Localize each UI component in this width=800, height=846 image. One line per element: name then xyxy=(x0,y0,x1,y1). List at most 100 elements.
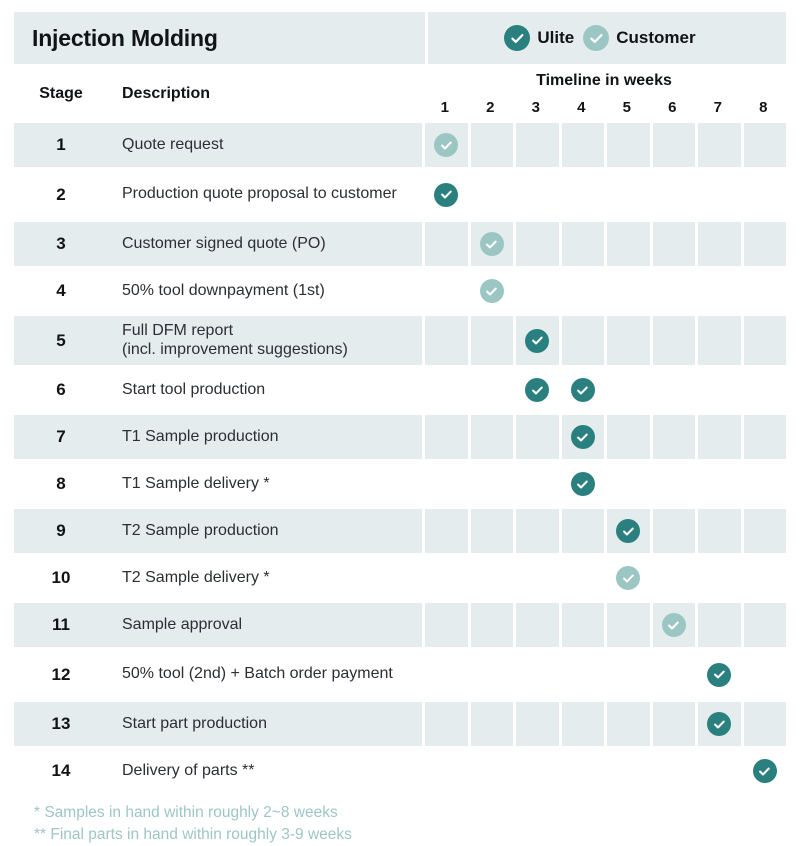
timeline-cell-week-4[interactable] xyxy=(561,222,604,266)
timeline-cell-week-7[interactable] xyxy=(698,509,741,553)
timeline-cell-week-8[interactable] xyxy=(743,123,786,167)
timeline-cell-week-8[interactable] xyxy=(743,462,786,506)
timeline-cell-week-5[interactable] xyxy=(607,415,650,459)
timeline-cell-week-3[interactable] xyxy=(516,222,559,266)
timeline-cell-week-8[interactable] xyxy=(743,170,786,219)
timeline-cell-week-4[interactable] xyxy=(561,170,604,219)
timeline-cell-week-4[interactable] xyxy=(561,556,604,600)
timeline-cell-week-7[interactable] xyxy=(698,269,741,313)
timeline-cell-week-5[interactable] xyxy=(607,170,650,219)
timeline-cell-week-8[interactable] xyxy=(743,509,786,553)
timeline-cell-week-4[interactable] xyxy=(561,509,604,553)
timeline-cell-week-5[interactable] xyxy=(607,462,650,506)
timeline-cell-week-2[interactable] xyxy=(470,222,513,266)
timeline-cell-week-5[interactable] xyxy=(607,509,650,553)
timeline-cell-week-8[interactable] xyxy=(743,749,786,793)
timeline-cell-week-4[interactable] xyxy=(561,749,604,793)
timeline-cell-week-6[interactable] xyxy=(652,170,695,219)
timeline-cell-week-7[interactable] xyxy=(698,702,741,746)
timeline-cell-week-8[interactable] xyxy=(743,650,786,699)
timeline-cell-week-5[interactable] xyxy=(607,749,650,793)
timeline-cell-week-7[interactable] xyxy=(698,368,741,412)
timeline-cell-week-5[interactable] xyxy=(607,603,650,647)
timeline-cell-week-7[interactable] xyxy=(698,556,741,600)
timeline-cell-week-2[interactable] xyxy=(470,749,513,793)
timeline-cell-week-4[interactable] xyxy=(561,415,604,459)
timeline-cell-week-1[interactable] xyxy=(425,415,468,459)
timeline-cell-week-3[interactable] xyxy=(516,556,559,600)
timeline-cell-week-1[interactable] xyxy=(425,462,468,506)
timeline-cell-week-3[interactable] xyxy=(516,749,559,793)
timeline-cell-week-6[interactable] xyxy=(652,462,695,506)
timeline-cell-week-8[interactable] xyxy=(743,415,786,459)
timeline-cell-week-6[interactable] xyxy=(652,556,695,600)
timeline-cell-week-7[interactable] xyxy=(698,316,741,365)
timeline-cell-week-1[interactable] xyxy=(425,316,468,365)
timeline-cell-week-5[interactable] xyxy=(607,123,650,167)
timeline-cell-week-5[interactable] xyxy=(607,702,650,746)
timeline-cell-week-4[interactable] xyxy=(561,702,604,746)
timeline-cell-week-3[interactable] xyxy=(516,123,559,167)
timeline-cell-week-6[interactable] xyxy=(652,650,695,699)
timeline-cell-week-5[interactable] xyxy=(607,222,650,266)
timeline-cell-week-8[interactable] xyxy=(743,368,786,412)
timeline-cell-week-2[interactable] xyxy=(470,269,513,313)
timeline-cell-week-1[interactable] xyxy=(425,269,468,313)
timeline-cell-week-7[interactable] xyxy=(698,650,741,699)
timeline-cell-week-3[interactable] xyxy=(516,316,559,365)
timeline-cell-week-3[interactable] xyxy=(516,170,559,219)
timeline-cell-week-2[interactable] xyxy=(470,509,513,553)
timeline-cell-week-8[interactable] xyxy=(743,556,786,600)
timeline-cell-week-2[interactable] xyxy=(470,556,513,600)
timeline-cell-week-2[interactable] xyxy=(470,316,513,365)
timeline-cell-week-1[interactable] xyxy=(425,222,468,266)
timeline-cell-week-8[interactable] xyxy=(743,603,786,647)
timeline-cell-week-1[interactable] xyxy=(425,509,468,553)
timeline-cell-week-3[interactable] xyxy=(516,603,559,647)
timeline-cell-week-2[interactable] xyxy=(470,702,513,746)
timeline-cell-week-6[interactable] xyxy=(652,269,695,313)
timeline-cell-week-3[interactable] xyxy=(516,462,559,506)
timeline-cell-week-4[interactable] xyxy=(561,603,604,647)
timeline-cell-week-7[interactable] xyxy=(698,415,741,459)
timeline-cell-week-1[interactable] xyxy=(425,170,468,219)
timeline-cell-week-4[interactable] xyxy=(561,269,604,313)
timeline-cell-week-6[interactable] xyxy=(652,749,695,793)
timeline-cell-week-2[interactable] xyxy=(470,415,513,459)
timeline-cell-week-6[interactable] xyxy=(652,415,695,459)
timeline-cell-week-4[interactable] xyxy=(561,650,604,699)
timeline-cell-week-3[interactable] xyxy=(516,415,559,459)
timeline-cell-week-3[interactable] xyxy=(516,368,559,412)
timeline-cell-week-6[interactable] xyxy=(652,368,695,412)
timeline-cell-week-4[interactable] xyxy=(561,316,604,365)
timeline-cell-week-3[interactable] xyxy=(516,269,559,313)
timeline-cell-week-8[interactable] xyxy=(743,269,786,313)
timeline-cell-week-2[interactable] xyxy=(470,123,513,167)
timeline-cell-week-1[interactable] xyxy=(425,749,468,793)
timeline-cell-week-4[interactable] xyxy=(561,462,604,506)
timeline-cell-week-6[interactable] xyxy=(652,603,695,647)
timeline-cell-week-1[interactable] xyxy=(425,123,468,167)
timeline-cell-week-1[interactable] xyxy=(425,650,468,699)
timeline-cell-week-4[interactable] xyxy=(561,368,604,412)
timeline-cell-week-3[interactable] xyxy=(516,650,559,699)
timeline-cell-week-7[interactable] xyxy=(698,603,741,647)
timeline-cell-week-8[interactable] xyxy=(743,702,786,746)
timeline-cell-week-8[interactable] xyxy=(743,316,786,365)
timeline-cell-week-6[interactable] xyxy=(652,123,695,167)
timeline-cell-week-6[interactable] xyxy=(652,509,695,553)
timeline-cell-week-7[interactable] xyxy=(698,749,741,793)
timeline-cell-week-2[interactable] xyxy=(470,368,513,412)
timeline-cell-week-1[interactable] xyxy=(425,556,468,600)
